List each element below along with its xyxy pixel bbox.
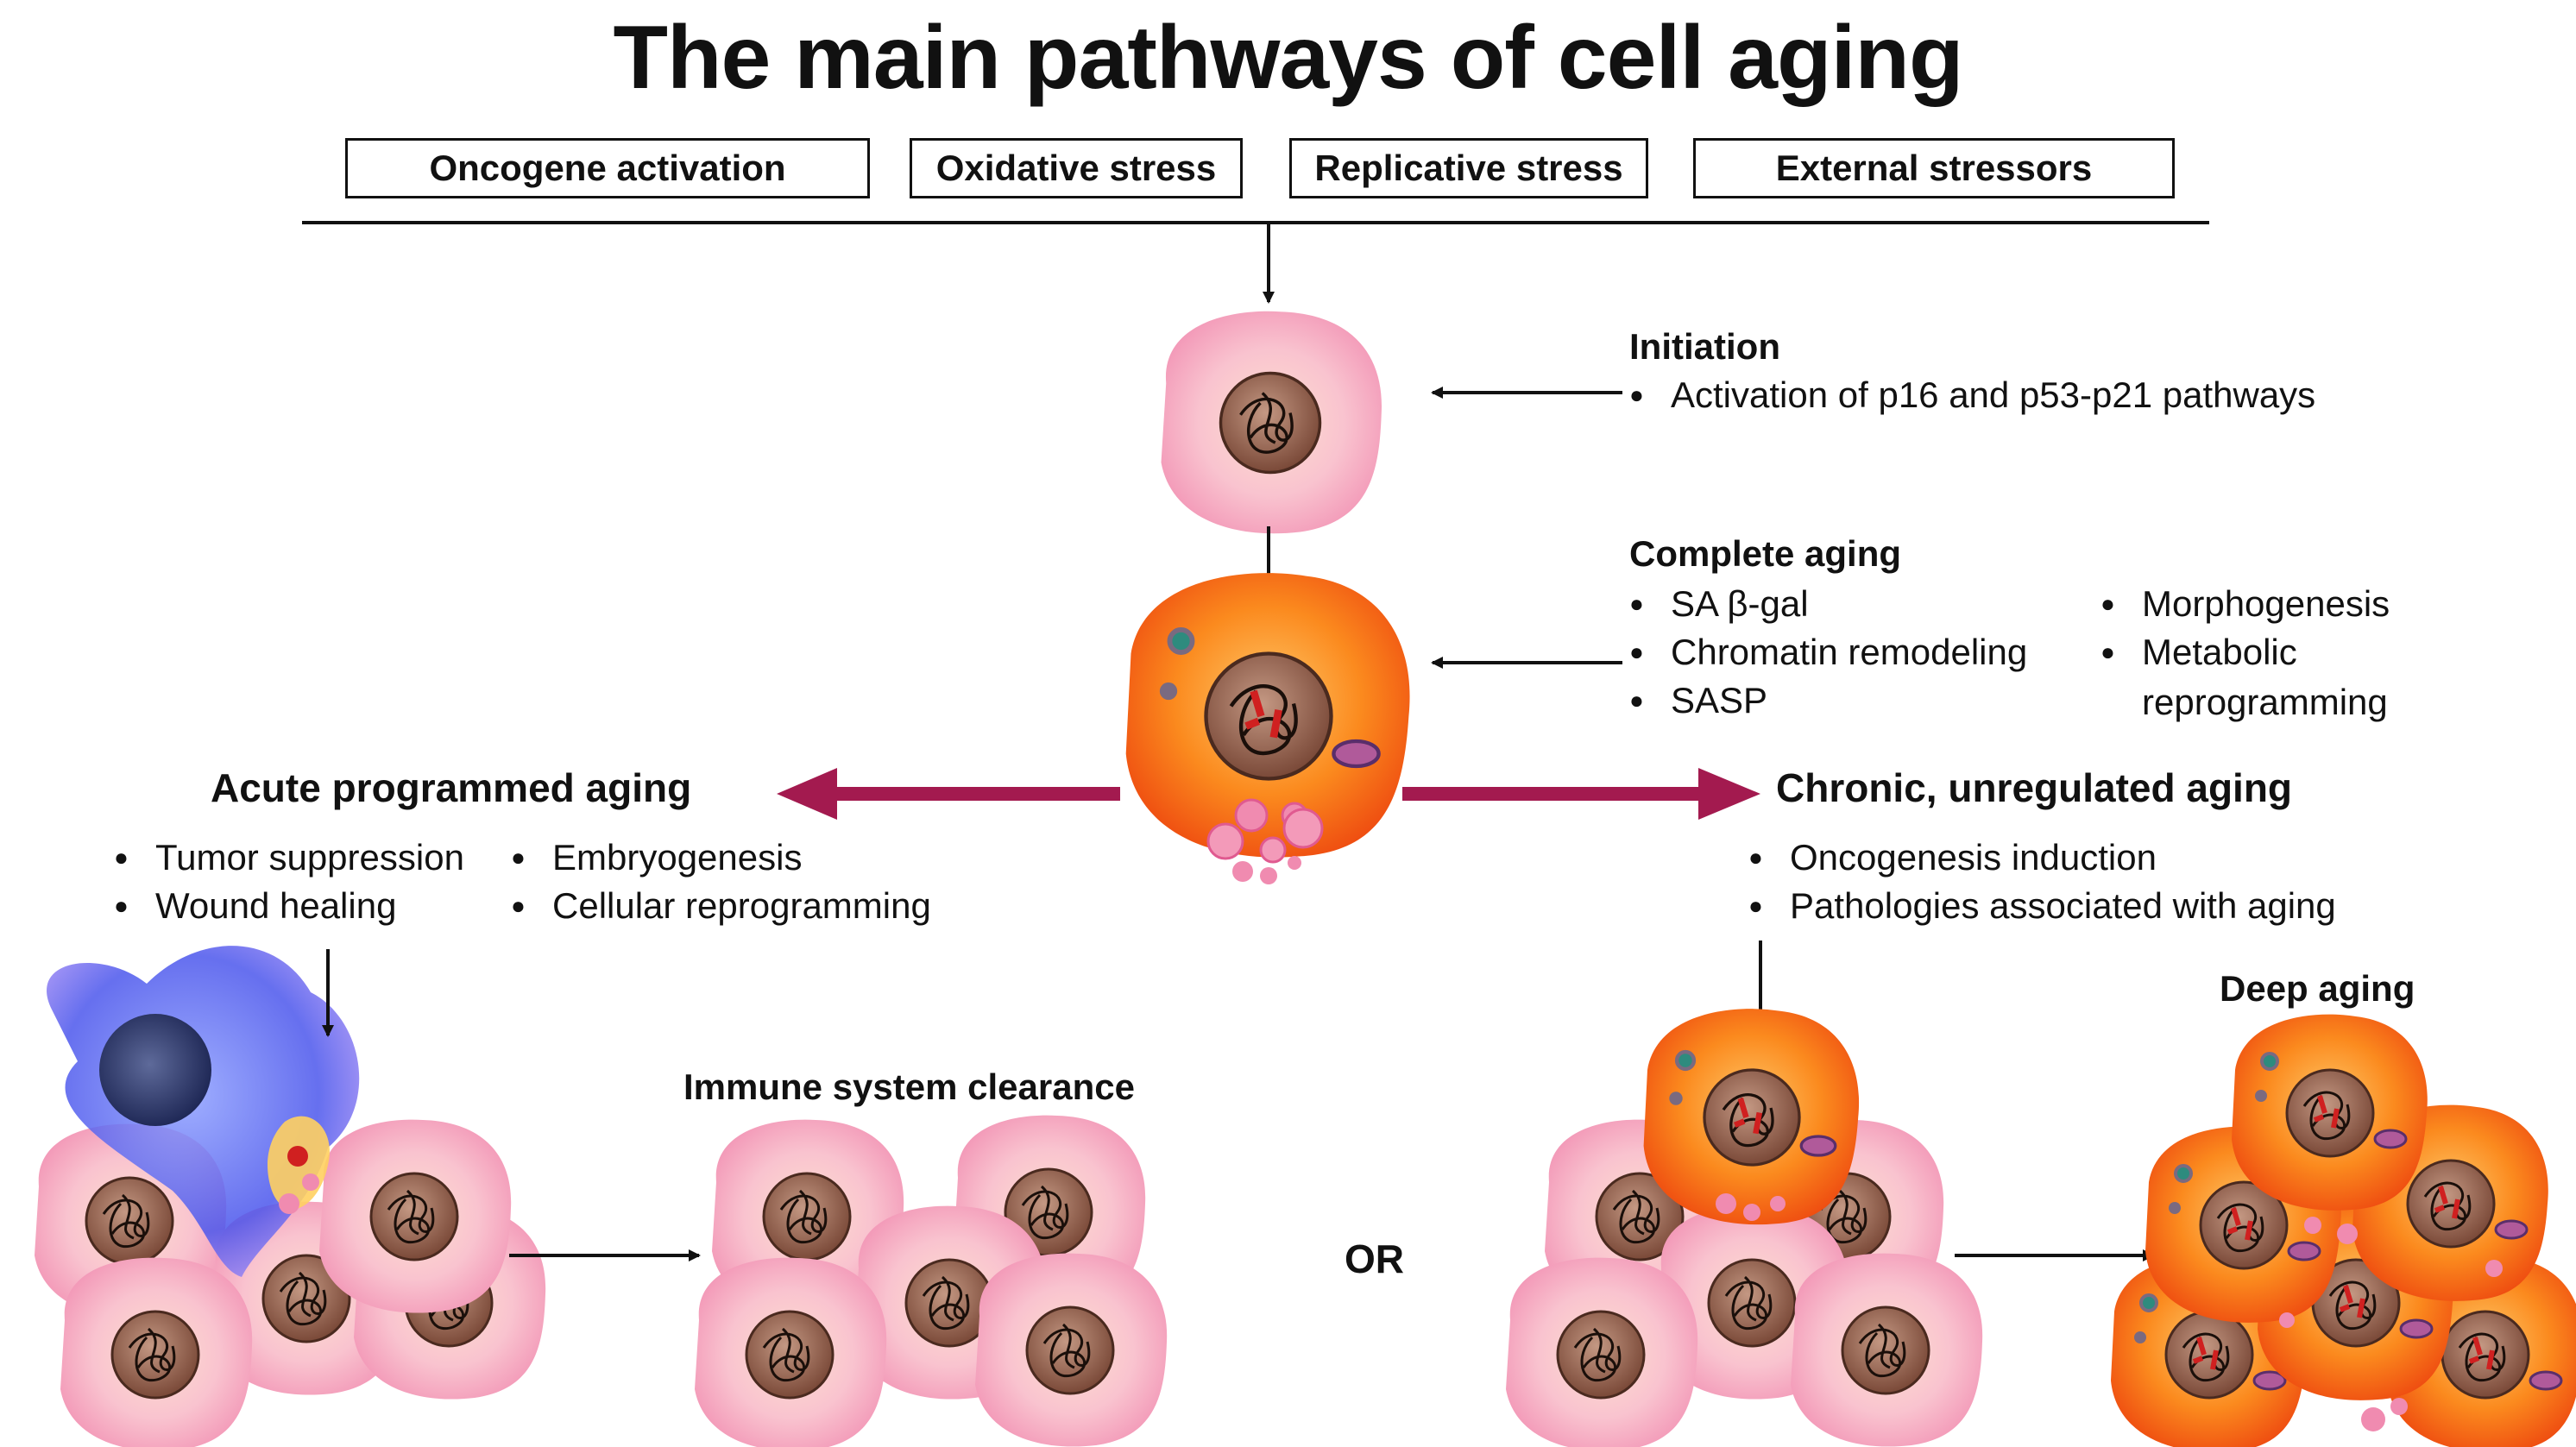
or-label: OR xyxy=(1345,1236,1404,1281)
complete-item-morphogenesis: Morphogenesis xyxy=(2100,583,2390,625)
chronic-tissue-cluster xyxy=(1504,1009,1984,1447)
initiation-item: Activation of p16 and p53-p21 pathways xyxy=(1629,374,2315,416)
complete-item-reprogramming-text: reprogramming xyxy=(2142,682,2388,722)
deep-aging-label: Deep aging xyxy=(2220,968,2415,1009)
complete-item-chromatin: Chromatin remodeling xyxy=(1629,632,2027,673)
immune-clearance-label: Immune system clearance xyxy=(683,1066,1135,1107)
diagram-title: The main pathways of cell aging xyxy=(613,8,1964,108)
chronic-branch-arrow xyxy=(1402,768,1760,820)
complete-item-reprogramming: reprogramming xyxy=(2142,682,2388,723)
stressor-oxidative-stress: Oxidative stress xyxy=(910,138,1243,198)
complete-item-metabolic: Metabolic xyxy=(2100,632,2297,673)
initiation-heading: Initiation xyxy=(1629,326,1780,367)
acute-branch-arrow xyxy=(777,768,1120,820)
complete-item-sa-bgal: SA β-gal xyxy=(1629,583,1808,625)
stressor-oncogene-activation: Oncogene activation xyxy=(345,138,870,198)
immune-cell-nucleus xyxy=(99,1014,211,1126)
cleared-tissue-cluster xyxy=(693,1114,1168,1447)
initiation-cell xyxy=(1159,310,1383,536)
complete-item-sasp: SASP xyxy=(1629,680,1767,721)
chronic-item-pathologies: Pathologies associated with aging xyxy=(1748,885,2336,927)
chronic-aging-heading: Chronic, unregulated aging xyxy=(1776,765,2293,810)
chronic-item-oncogenesis: Oncogenesis induction xyxy=(1748,837,2157,878)
acute-tissue-cluster xyxy=(33,946,547,1447)
acute-aging-heading: Acute programmed aging xyxy=(211,765,692,810)
stressor-external-stressors: External stressors xyxy=(1693,138,2175,198)
stressor-replicative-stress: Replicative stress xyxy=(1289,138,1648,198)
deep-aging-cluster xyxy=(2111,1015,2576,1447)
complete-aging-heading: Complete aging xyxy=(1629,533,1902,574)
sasp-vesicles xyxy=(1206,798,1324,884)
acute-item-embryogenesis: Embryogenesis xyxy=(511,837,803,878)
acute-item-tumor-suppression: Tumor suppression xyxy=(114,837,464,878)
acute-item-cellular-reprogramming: Cellular reprogramming xyxy=(511,885,931,927)
acute-item-wound-healing: Wound healing xyxy=(114,885,397,927)
